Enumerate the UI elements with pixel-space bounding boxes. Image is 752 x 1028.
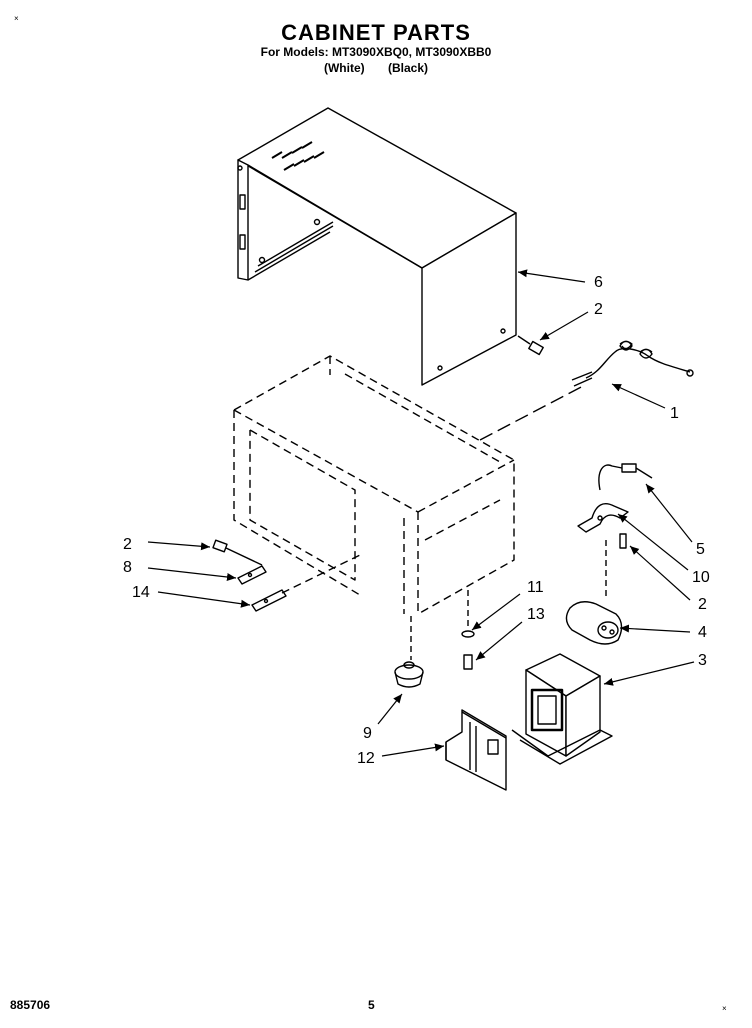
callout-14: 14: [132, 584, 150, 601]
document-number: 885706: [10, 998, 51, 1012]
part-transformer: [511, 653, 613, 765]
leader-5: [645, 483, 693, 543]
leader-3: [603, 661, 695, 686]
callout-12: 12: [357, 750, 375, 767]
leader-14: [157, 591, 251, 608]
color-white-label: (White): [323, 61, 365, 75]
part-capacitor: [565, 601, 623, 645]
page-title: CABINET PARTS: [281, 20, 471, 45]
callout-6: 6: [594, 274, 603, 291]
part-washer: [461, 590, 475, 638]
callout-9: 9: [363, 725, 372, 742]
leader-12: [381, 743, 445, 757]
part-diode: [598, 463, 653, 491]
part-screw-top: [517, 335, 544, 356]
leader-13: [475, 621, 523, 661]
leader-2-right: [629, 545, 691, 601]
callout-8: 8: [123, 559, 132, 576]
part-cabinet-wrapper: [237, 107, 517, 386]
callout-1: 1: [670, 405, 679, 422]
leader-lines: [147, 269, 695, 757]
page-number: 5: [368, 998, 375, 1012]
corner-mark-bottom-right: ×: [722, 1004, 727, 1013]
callout-labels: 6 2 1 5 10 2 4 3 2 8 14 11 13 9 12: [123, 274, 710, 767]
leader-1: [611, 383, 666, 409]
part-screw-right: [619, 533, 627, 549]
part-foot: [394, 616, 424, 688]
part-screw-13: [463, 654, 473, 670]
part-screw-left: [212, 539, 263, 566]
callout-13: 13: [527, 606, 545, 623]
part-bracket-14: [251, 554, 361, 612]
leader-6: [517, 269, 586, 283]
part-capacitor-clamp: [577, 503, 629, 600]
leader-8: [147, 567, 237, 581]
callout-2-left: 2: [123, 536, 132, 553]
leader-9: [377, 693, 403, 725]
models-line: For Models: MT3090XBQ0, MT3090XBB0: [260, 45, 492, 59]
callout-5: 5: [696, 541, 705, 558]
microwave-chassis-phantom: [233, 355, 515, 615]
callout-3: 3: [698, 652, 707, 669]
callout-4: 4: [698, 624, 707, 641]
color-line: (White) (Black): [0, 61, 752, 75]
color-black-label: (Black): [387, 61, 428, 75]
part-bracket-8: [237, 565, 267, 585]
callout-2-right: 2: [698, 596, 707, 613]
leader-10: [617, 513, 689, 571]
corner-mark-top-left: ×: [14, 14, 19, 23]
part-power-cord: [479, 340, 694, 441]
leader-2-left: [147, 541, 211, 551]
part-shield-plate: [445, 709, 507, 791]
leader-11: [471, 593, 521, 631]
leader-4: [619, 624, 691, 633]
callout-2-top: 2: [594, 301, 603, 318]
leader-2-top: [539, 311, 589, 341]
callout-11: 11: [527, 579, 544, 596]
callout-10: 10: [692, 569, 710, 586]
